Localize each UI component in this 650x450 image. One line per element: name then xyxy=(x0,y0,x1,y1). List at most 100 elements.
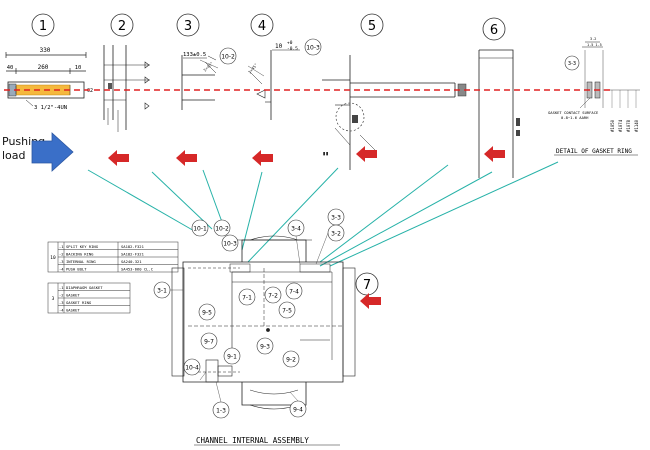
callout-10-4: 10-4 xyxy=(183,358,201,376)
step-5-marker: 5 xyxy=(360,13,384,37)
table-cell: GASKET xyxy=(66,308,80,313)
callout-label: 3-4 xyxy=(291,226,301,233)
callout-label: 9-7 xyxy=(204,339,214,346)
gasket-width-mark: 3.2 xyxy=(590,37,596,41)
table-cell: -4 xyxy=(59,267,64,272)
gasket-dim-2: #1074 xyxy=(618,119,623,132)
callout-9-7: 9-7 xyxy=(200,332,218,350)
gasket-dim-3: #1078 xyxy=(626,119,631,132)
table-cell: -4 xyxy=(59,308,64,313)
callout-label: 3-3 xyxy=(331,215,341,222)
gasket-surface-note-2: 0.8~1.6 AARH xyxy=(561,115,589,120)
step-7-label: 7 xyxy=(363,278,371,293)
table-cell: -1 xyxy=(59,244,64,249)
callout-3-3-detail: 3-3 xyxy=(568,61,576,67)
callout-label: 9-3 xyxy=(260,344,270,351)
step-4-label: 4 xyxy=(258,19,266,34)
table-cell: SA182-F321 xyxy=(121,252,145,257)
step5-drawing: " xyxy=(322,55,467,170)
callout-label: 10-1 xyxy=(193,226,207,233)
callout-10-1: 10-1 xyxy=(191,219,209,237)
step-6-label: 6 xyxy=(490,23,498,38)
red-arrow-step2 xyxy=(108,150,129,166)
dim-total: 330 xyxy=(40,47,51,54)
callout-7-2: 7-2 xyxy=(264,286,282,304)
step6-drawing xyxy=(478,49,520,178)
callout-label: 7-1 xyxy=(242,295,252,302)
callout-10-3-top: 10-3 xyxy=(306,45,320,52)
gasket-surface-note-1: GASKET CONTACT SURFACE xyxy=(548,110,599,115)
callout-10-2: 10-2 xyxy=(213,219,231,237)
step-4-marker: 4 xyxy=(250,13,274,37)
callout-3-2: 3-2 xyxy=(327,224,345,242)
table-group10-id: 10 xyxy=(50,255,56,261)
table-cell: -3 xyxy=(59,300,64,305)
table-cell: -2 xyxy=(59,293,64,298)
dim-left: 40 xyxy=(7,65,14,71)
table-cell: BACKING RING xyxy=(66,252,94,257)
callout-label: 9-1 xyxy=(227,354,237,361)
callout-9-2: 9-2 xyxy=(282,350,300,368)
step3-chamfer-note: 3×45° xyxy=(202,61,214,73)
step-7-marker: 7 xyxy=(355,272,379,296)
callout-label: 9-5 xyxy=(202,310,212,317)
table-group3-id: 3 xyxy=(52,296,55,302)
gasket-dim-1: #1050 xyxy=(610,119,615,132)
red-arrow-step3 xyxy=(176,150,197,166)
red-arrow-step6 xyxy=(484,146,505,162)
step-5-label: 5 xyxy=(368,19,376,34)
callout-1-3: 1-3 xyxy=(212,401,230,419)
callout-label: 10-3 xyxy=(223,241,237,248)
callout-label: 10-4 xyxy=(185,365,199,372)
table-cell: SA182-F321 xyxy=(121,244,145,249)
callout-3-1: 3-1 xyxy=(153,281,171,299)
callout-label: 1-3 xyxy=(216,408,226,415)
gasket-dim-4: #1140 xyxy=(634,119,639,132)
table-cell: PUSH BOLT xyxy=(66,267,87,272)
step4-chamfer-note: 3×45° xyxy=(247,62,259,74)
step3-drawing: 133±0.5 3×45° 10-2 xyxy=(181,47,237,110)
step4-tol-minus: -0.5 xyxy=(287,46,298,52)
channel-assembly-drawing xyxy=(171,235,356,410)
step-3-label: 3 xyxy=(184,19,192,34)
callout-label: 3-1 xyxy=(157,288,167,295)
step-2-marker: 2 xyxy=(110,13,134,37)
table-cell: -2 xyxy=(59,252,64,257)
table-cell: -3 xyxy=(59,259,64,264)
step-1-label: 1 xyxy=(39,19,47,34)
assembly-title: CHANNEL INTERNAL ASSEMBLY xyxy=(196,436,309,445)
callout-9-1: 9-1 xyxy=(223,347,241,365)
callout-3-3: 3-3 xyxy=(327,208,345,226)
gasket-detail-title: DETAIL OF GASKET RING xyxy=(556,148,632,155)
table-cell: SA453-660 CL.C xyxy=(121,267,153,272)
step4-spec: 10 xyxy=(275,43,283,50)
table-cell: SPLIT KEY RING xyxy=(66,244,99,249)
dim-middle: 260 xyxy=(38,64,49,71)
step-6-marker: 6 xyxy=(482,17,506,41)
callout-label: 9-2 xyxy=(286,357,296,364)
table-cell: GASKET RING xyxy=(66,300,92,305)
callout-label: 7-5 xyxy=(282,308,292,315)
step-2-label: 2 xyxy=(118,19,126,34)
callout-10-3: 10-3 xyxy=(221,234,239,252)
callout-label: 3-2 xyxy=(331,231,341,238)
red-arrow-step5 xyxy=(356,146,377,162)
end-label: C2 xyxy=(87,88,93,94)
callout-label: 7-4 xyxy=(289,289,299,296)
red-arrow-step4 xyxy=(252,150,273,166)
callout-label: 7-2 xyxy=(268,293,278,300)
step3-spec: 133±0.5 xyxy=(183,52,206,58)
table-cell: -1 xyxy=(59,285,64,290)
callout-9-5: 9-5 xyxy=(198,303,216,321)
gasket-width-mark-2: 1.5 1.5 xyxy=(587,43,602,47)
parts-table: 10 -1 SPLIT KEY RING SA182-F321 -2 BACKI… xyxy=(47,241,179,314)
callout-label: 10-2 xyxy=(215,226,229,233)
table-cell: INTERNAL RING xyxy=(66,259,96,264)
callout-9-3: 9-3 xyxy=(256,337,274,355)
pushing-load-label-line2: load xyxy=(2,149,26,162)
callout-label: 9-4 xyxy=(293,407,303,414)
table-cell: SA240-321 xyxy=(121,259,142,264)
thread-note: 3 1/2"-4UN xyxy=(34,105,67,111)
dim-right: 10 xyxy=(75,65,82,71)
